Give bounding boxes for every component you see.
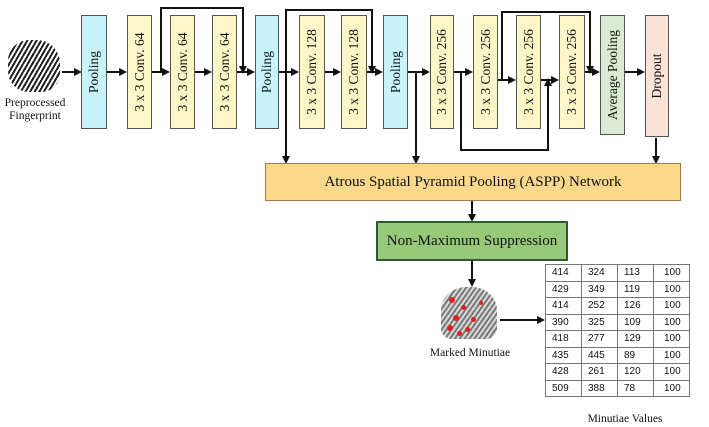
table-cell: 113 bbox=[617, 264, 654, 282]
table-cell: 414 bbox=[545, 264, 582, 282]
table-cell: 349 bbox=[581, 280, 618, 298]
pooling-block-3: Pooling bbox=[383, 15, 408, 129]
dropout-block: Dropout bbox=[645, 15, 669, 137]
block-label: 3 x 3 Conv. 64 bbox=[216, 32, 232, 112]
table-cell: 277 bbox=[581, 330, 618, 348]
pooling-block-1: Pooling bbox=[81, 15, 107, 129]
block-label: 3 x 3 Conv. 256 bbox=[477, 29, 493, 115]
table-cell: 100 bbox=[653, 379, 690, 397]
block-label: 3 x 3 Conv. 64 bbox=[174, 32, 190, 112]
minutiae-mark bbox=[447, 325, 453, 331]
table-cell: 126 bbox=[617, 297, 654, 315]
minutiae-table-caption: Minutiae Values bbox=[587, 413, 663, 425]
table-cell: 435 bbox=[545, 346, 582, 364]
table-cell: 418 bbox=[545, 330, 582, 348]
table-cell: 414 bbox=[545, 297, 582, 315]
table-cell: 100 bbox=[653, 313, 690, 331]
table-cell: 252 bbox=[581, 297, 618, 315]
table-cell: 261 bbox=[581, 363, 618, 381]
table-cell: 325 bbox=[581, 313, 618, 331]
minutiae-mark bbox=[465, 327, 470, 332]
table-cell: 78 bbox=[617, 379, 654, 397]
conv-block-256-2: 3 x 3 Conv. 256 bbox=[473, 15, 498, 129]
table-cell: 129 bbox=[617, 330, 654, 348]
table-cell: 100 bbox=[653, 280, 690, 298]
block-label: 3 x 3 Conv. 128 bbox=[304, 29, 319, 115]
table-cell: 429 bbox=[545, 280, 582, 298]
block-label: 3 x 3 Conv. 256 bbox=[520, 29, 536, 115]
block-label: 3 x 3 Conv. 128 bbox=[346, 29, 361, 115]
conv-block-256-3: 3 x 3 Conv. 256 bbox=[516, 15, 541, 129]
conv-block-128-1: 3 x 3 Conv. 128 bbox=[299, 15, 325, 129]
table-cell: 120 bbox=[617, 363, 654, 381]
table-cell: 445 bbox=[581, 346, 618, 364]
table-cell: 119 bbox=[617, 280, 654, 298]
block-label: Pooling bbox=[259, 50, 274, 94]
conv-block-64-3: 3 x 3 Conv. 64 bbox=[212, 15, 237, 129]
block-label: 3 x 3 Conv. 64 bbox=[131, 32, 147, 112]
conv-block-256-1: 3 x 3 Conv. 256 bbox=[430, 15, 454, 129]
table-cell: 100 bbox=[653, 363, 690, 381]
average-pooling-block: Average Pooling bbox=[600, 15, 625, 135]
block-label: 3 x 3 Conv. 256 bbox=[434, 29, 449, 115]
block-label: Pooling bbox=[86, 50, 101, 94]
minutiae-mark bbox=[479, 301, 483, 305]
block-label: 3 x 3 Conv. 256 bbox=[564, 29, 579, 115]
input-fingerprint-image bbox=[8, 40, 60, 92]
nms-label: Non-Maximum Suppression bbox=[386, 232, 558, 249]
table-cell: 388 bbox=[581, 379, 618, 397]
conv-block-64-1: 3 x 3 Conv. 64 bbox=[127, 15, 152, 129]
table-cell: 100 bbox=[653, 297, 690, 315]
table-cell: 100 bbox=[653, 346, 690, 364]
table-cell: 100 bbox=[653, 330, 690, 348]
input-label: Preprocessed Fingerprint bbox=[0, 97, 70, 123]
table-cell: 89 bbox=[617, 346, 654, 364]
block-label: Pooling bbox=[387, 50, 403, 94]
minutiae-mark bbox=[453, 315, 459, 321]
conv-block-128-2: 3 x 3 Conv. 128 bbox=[341, 15, 367, 129]
nms-box: Non-Maximum Suppression bbox=[376, 221, 568, 261]
minutiae-mark bbox=[449, 297, 455, 303]
block-label: Average Pooling bbox=[604, 29, 620, 121]
marked-minutiae-image bbox=[441, 287, 497, 339]
input-label-line2: Fingerprint bbox=[9, 110, 61, 122]
minutiae-mark bbox=[457, 331, 462, 336]
conv-block-256-4: 3 x 3 Conv. 256 bbox=[559, 15, 585, 129]
conv-block-64-2: 3 x 3 Conv. 64 bbox=[170, 15, 195, 129]
aspp-network-box: Atrous Spatial Pyramid Pooling (ASPP) Ne… bbox=[265, 163, 681, 201]
aspp-label: Atrous Spatial Pyramid Pooling (ASPP) Ne… bbox=[324, 173, 622, 190]
output-label: Marked Minutiae bbox=[429, 347, 511, 359]
block-label: Dropout bbox=[649, 53, 664, 99]
pooling-block-2: Pooling bbox=[255, 15, 279, 129]
table-cell: 428 bbox=[545, 363, 582, 381]
table-cell: 100 bbox=[653, 264, 690, 282]
table-cell: 109 bbox=[617, 313, 654, 331]
table-cell: 324 bbox=[581, 264, 618, 282]
table-cell: 509 bbox=[545, 379, 582, 397]
minutiae-mark bbox=[461, 305, 466, 310]
minutiae-mark bbox=[471, 317, 476, 322]
table-cell: 390 bbox=[545, 313, 582, 331]
input-label-line1: Preprocessed bbox=[4, 97, 66, 109]
